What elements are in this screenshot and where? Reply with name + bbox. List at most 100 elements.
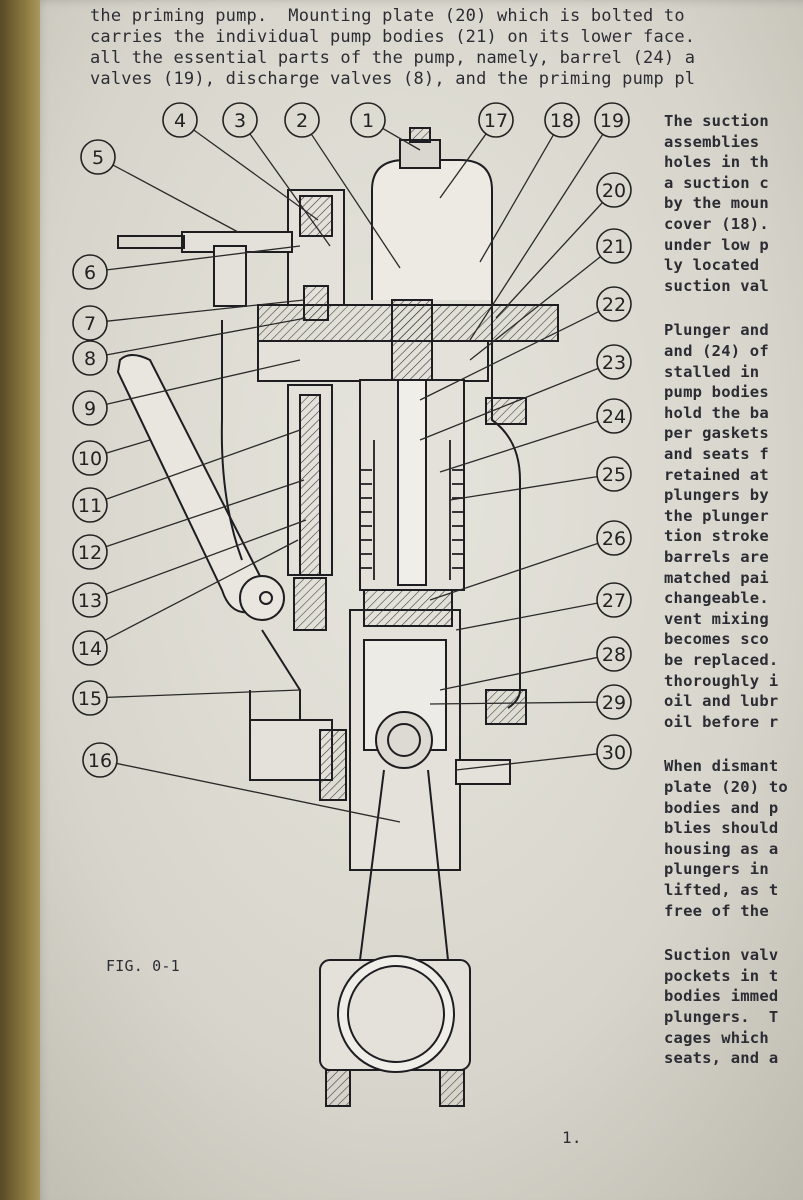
right-column-line: free of the (664, 901, 769, 920)
right-column-line: oil before r (664, 712, 779, 731)
svg-text:9: 9 (84, 398, 96, 420)
leader-line (429, 542, 599, 601)
leader-line (429, 701, 598, 705)
callout-leader-lines (104, 127, 604, 823)
right-column-line: becomes sco (664, 630, 769, 649)
callout-11: 11 (72, 487, 108, 523)
callout-25: 25 (596, 456, 632, 492)
svg-text:17: 17 (484, 110, 508, 132)
callout-23: 23 (596, 344, 632, 380)
right-column-line: Plunger and (664, 321, 769, 340)
svg-text:21: 21 (602, 236, 626, 258)
leader-line (495, 202, 603, 319)
right-column-line: The suction (664, 112, 769, 130)
svg-text:12: 12 (78, 542, 102, 564)
svg-text:11: 11 (78, 495, 102, 517)
right-column-line: and (24) of (664, 342, 769, 360)
right-column-line: oil and lubr (664, 692, 779, 711)
right-column-line: plungers in (664, 860, 769, 879)
callout-10: 10 (72, 440, 108, 476)
right-column-line: ly located (664, 256, 760, 275)
callout-13: 13 (72, 582, 108, 618)
right-column-line: plate (20) to (664, 778, 788, 796)
callout-7: 7 (72, 305, 108, 341)
right-column-line: When dismant (664, 757, 779, 776)
leader-line (249, 133, 331, 247)
right-column-line: hold the ba (664, 403, 769, 422)
leader-line (439, 420, 599, 473)
leader-line (310, 133, 401, 269)
callout-28: 28 (596, 636, 632, 672)
right-column-line: bodies and p (664, 798, 779, 817)
svg-text:24: 24 (602, 406, 626, 428)
right-column-line: lifted, as t (664, 881, 779, 899)
right-column-line: tion stroke (664, 527, 769, 546)
callout-26: 26 (596, 520, 632, 556)
callout-8: 8 (72, 340, 108, 376)
right-column-line: bodies immed (664, 987, 779, 1006)
right-column-line: and seats f (664, 445, 769, 463)
leader-line (439, 133, 487, 199)
callout-9: 9 (72, 390, 108, 426)
callout-2: 2 (284, 102, 320, 138)
right-column-line: blies should (664, 819, 779, 838)
top-text-line: carries the individual pump bodies (21) … (90, 27, 696, 47)
right-column-line: suction val (664, 276, 769, 295)
right-column-line: under low p (664, 235, 769, 254)
callout-21: 21 (596, 228, 632, 264)
top-text-line: the priming pump. Mounting plate (20) wh… (90, 6, 685, 26)
callout-29: 29 (596, 684, 632, 720)
callout-15: 15 (72, 680, 108, 716)
callout-14: 14 (72, 630, 108, 666)
right-column-line: be replaced. (664, 651, 779, 669)
svg-text:14: 14 (78, 638, 102, 660)
svg-text:23: 23 (602, 352, 626, 374)
callout-27: 27 (596, 582, 632, 618)
right-column-line: vent mixing (664, 609, 769, 628)
leader-line (105, 429, 301, 500)
right-column-line: thoroughly i (664, 671, 779, 690)
right-column-line: seats, and a (664, 1049, 779, 1068)
svg-text:22: 22 (602, 294, 626, 316)
leader-line (455, 602, 598, 631)
right-column-line: pockets in t (664, 966, 779, 985)
right-column-line: retained at (664, 465, 769, 484)
svg-text:10: 10 (78, 448, 102, 470)
leader-line (106, 359, 301, 405)
svg-text:16: 16 (88, 750, 112, 772)
svg-text:26: 26 (602, 528, 626, 550)
right-column-line: a suction c (664, 173, 769, 192)
svg-text:27: 27 (602, 590, 626, 612)
svg-text:15: 15 (78, 688, 102, 710)
callout-12: 12 (72, 534, 108, 570)
leader-line (449, 476, 598, 501)
right-column-line: Suction valv (664, 946, 779, 965)
callout-22: 22 (596, 286, 632, 322)
leader-line (106, 439, 151, 454)
callout-3: 3 (222, 102, 258, 138)
leader-line (104, 539, 299, 641)
callout-5: 5 (80, 139, 116, 175)
right-column-line: changeable. (664, 589, 769, 608)
right-column-line: holes in th (664, 153, 769, 172)
leader-line (382, 127, 421, 151)
right-column-line: cages which (664, 1028, 769, 1047)
leader-line (469, 133, 604, 341)
leader-line (106, 317, 307, 356)
right-column-line: per gaskets (664, 424, 769, 443)
leader-line (105, 519, 307, 595)
top-text-line: valves (19), discharge valves (8), and t… (90, 69, 696, 89)
right-column-line: the plunger (664, 506, 769, 525)
right-column-line: pump bodies (664, 383, 769, 402)
callout-17: 17 (478, 102, 514, 138)
leader-line (479, 134, 555, 263)
right-column-line: by the moun (664, 194, 769, 213)
svg-text:29: 29 (602, 692, 626, 714)
svg-text:5: 5 (92, 147, 104, 169)
right-column-line: stalled in (664, 362, 760, 381)
svg-text:7: 7 (84, 313, 96, 335)
top-text-line: all the essential parts of the pump, nam… (90, 48, 696, 68)
leader-line (419, 310, 600, 401)
